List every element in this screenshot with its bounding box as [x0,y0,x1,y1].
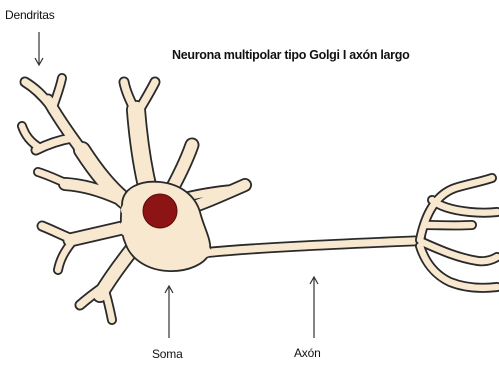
soma-label: Soma [152,347,183,361]
dendritas-label: Dendritas [5,8,55,22]
axon-terminals [420,178,497,288]
axon-label: Axón [294,346,321,360]
neuron-cell [22,78,497,320]
diagram-title: Neurona multipolar tipo Golgi I axón lar… [172,48,409,62]
nucleus [143,194,177,228]
axon-shaft [205,236,425,257]
